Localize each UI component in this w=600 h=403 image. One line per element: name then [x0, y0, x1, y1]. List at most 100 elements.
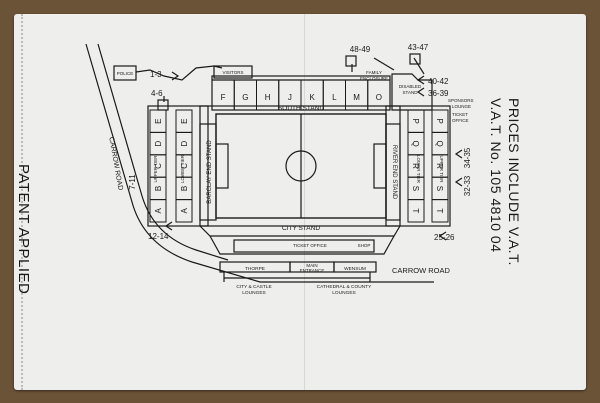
- disabled-stand-label-1: DISABLED: [399, 84, 422, 89]
- ticket-office-right-label-2: OFFICE: [452, 118, 469, 123]
- block-4-6: [157, 99, 169, 111]
- south-block-label: K: [309, 93, 315, 102]
- disabled-stand-label-2: STAND: [403, 90, 419, 95]
- river-upper-block-label: T: [435, 208, 444, 213]
- sponsors-lounge-label-2: LOUNGE: [452, 104, 471, 109]
- river-upper-block-label: Q: [435, 140, 444, 146]
- wensum-lounge: [333, 261, 377, 273]
- gate-43-47-label: 43-47: [408, 43, 429, 52]
- ticket-office-building: [233, 239, 375, 253]
- south-block-label: F: [221, 93, 226, 102]
- barclay-lower-block-label: E: [180, 119, 189, 124]
- city-stand-outline: [199, 225, 401, 237]
- gate-48-49-post: [345, 55, 357, 67]
- gate-25-26-label: 25-26: [434, 233, 455, 242]
- top-path-right: [351, 57, 425, 75]
- barclay-lower-block-A: [175, 199, 193, 223]
- barclay-lower-block-label: A: [180, 207, 189, 213]
- river-lower-tier-label: LOWER TIER: [416, 155, 421, 184]
- main-entrance-label-2: ENTRANCE: [300, 268, 325, 273]
- disabled-stand-outline: [391, 73, 433, 111]
- access-path: [135, 65, 223, 81]
- barclay-upper-block-label: B: [154, 186, 163, 191]
- barclay-upper-block-label: A: [154, 207, 163, 213]
- river-stand-blocks: P Q R S T P Q R S T: [407, 109, 449, 223]
- barclay-upper-block-label: D: [154, 140, 163, 146]
- carrow-road-inner-line: [97, 43, 229, 261]
- cathedral-county-lounges-label-1: CATHEDRAL & COUNTY: [317, 284, 372, 290]
- river-upper-tier-label: UPPER TIER: [439, 156, 444, 184]
- river-upper-block-label: S: [435, 186, 444, 191]
- barclay-stand-outer: [147, 105, 209, 227]
- carrow-road-outer-line: [85, 43, 434, 283]
- gate-36-39-arrow: [416, 87, 425, 97]
- gate-40-42-arrow: [416, 75, 425, 85]
- ticket-office-right-label-1: TICKET: [452, 112, 468, 117]
- south-block-O: [367, 79, 391, 111]
- city-stand-lower: [209, 235, 395, 255]
- river-upper-block-label: P: [435, 119, 444, 124]
- main-entrance-label-1: MAIN: [306, 263, 317, 268]
- river-lower-block-label: T: [411, 208, 420, 213]
- gate-48-49-label: 48-49: [350, 45, 371, 54]
- gate-1-3-arrow: [171, 71, 180, 81]
- river-lower-block-label: Q: [411, 140, 420, 146]
- river-lower-block-label: R: [411, 163, 420, 169]
- city-stand-label: CITY STAND: [282, 225, 320, 232]
- vat-number-text: V.A.T. No. 105 4810 04: [488, 98, 504, 253]
- shop-label: SHOP: [358, 243, 371, 248]
- barclay-upper-block-label: E: [154, 119, 163, 124]
- left-penalty-area: [215, 143, 229, 189]
- city-castle-lounges-label-1: CITY & CASTLE: [236, 284, 271, 290]
- thorpe-label: THORPE: [245, 266, 265, 272]
- gate-32-33-arrow: [454, 177, 463, 187]
- city-castle-lounges-label-2: LOUNGES: [242, 290, 265, 296]
- river-upper-block-label: R: [435, 163, 444, 169]
- gate-12-14-arrow: [164, 221, 173, 231]
- carrow-road-bottom-label: CARROW ROAD: [392, 266, 451, 275]
- gate-4-6-label: 4-6: [151, 89, 163, 98]
- barclay-lower-tier-label: LOWER TIER: [180, 154, 185, 183]
- barclay-lower-block-label: C: [180, 163, 189, 169]
- barclay-upper-block-label: C: [154, 163, 163, 169]
- gate-25-26-arrow: [438, 231, 447, 241]
- gate-7-11-label: 7-11: [128, 174, 137, 190]
- perforation-edge: [14, 14, 23, 390]
- river-upper-block-T: [431, 199, 449, 223]
- visitors-building: [213, 65, 253, 79]
- river-lower-block-label: P: [411, 119, 420, 124]
- ticket-office-label: TICKET OFFICE: [293, 243, 327, 248]
- patent-applied-text: PATENT APPLIED: [15, 164, 32, 295]
- river-lower-block-label: S: [411, 186, 420, 191]
- south-stand-label: SOUTH STAND: [278, 105, 324, 112]
- family-enclosure-label-1: FAMILY: [366, 70, 382, 75]
- gate-43-47-post: [409, 53, 421, 65]
- river-end-stand-label: RIVER END STAND: [391, 145, 397, 200]
- cathedral-county-lounges-label-2: LOUNGES: [332, 290, 355, 296]
- police-building: [113, 65, 137, 81]
- south-block-label: J: [288, 93, 292, 102]
- gate-34-35-label: 34-35: [463, 147, 472, 168]
- gate-1-3-label: 1-3: [150, 70, 162, 79]
- barclay-lower-block-label: B: [180, 186, 189, 191]
- barclay-end-stand-label: BARCLAY END STAND: [207, 140, 213, 204]
- south-block-label: M: [353, 93, 360, 102]
- barclay-upper-block-A: [149, 199, 167, 223]
- river-lower-block-T: [407, 199, 425, 223]
- fold-line: [304, 14, 305, 390]
- sponsors-lounge-label-1: SPONSORS: [448, 98, 474, 103]
- right-penalty-area: [373, 143, 387, 189]
- wensum-label: WENSUM: [344, 266, 366, 272]
- family-enclosure-label-2: ENCLOSURE: [360, 76, 388, 81]
- prices-include-vat-text: PRICES INCLUDE V.A.T.: [506, 98, 522, 266]
- police-label: POLICE: [117, 71, 134, 76]
- south-block-label: H: [265, 93, 271, 102]
- lounge-connector: [223, 272, 371, 282]
- south-block-label: L: [332, 93, 337, 102]
- gate-40-42-label: 40-42: [428, 77, 449, 86]
- centre-circle: [285, 150, 317, 182]
